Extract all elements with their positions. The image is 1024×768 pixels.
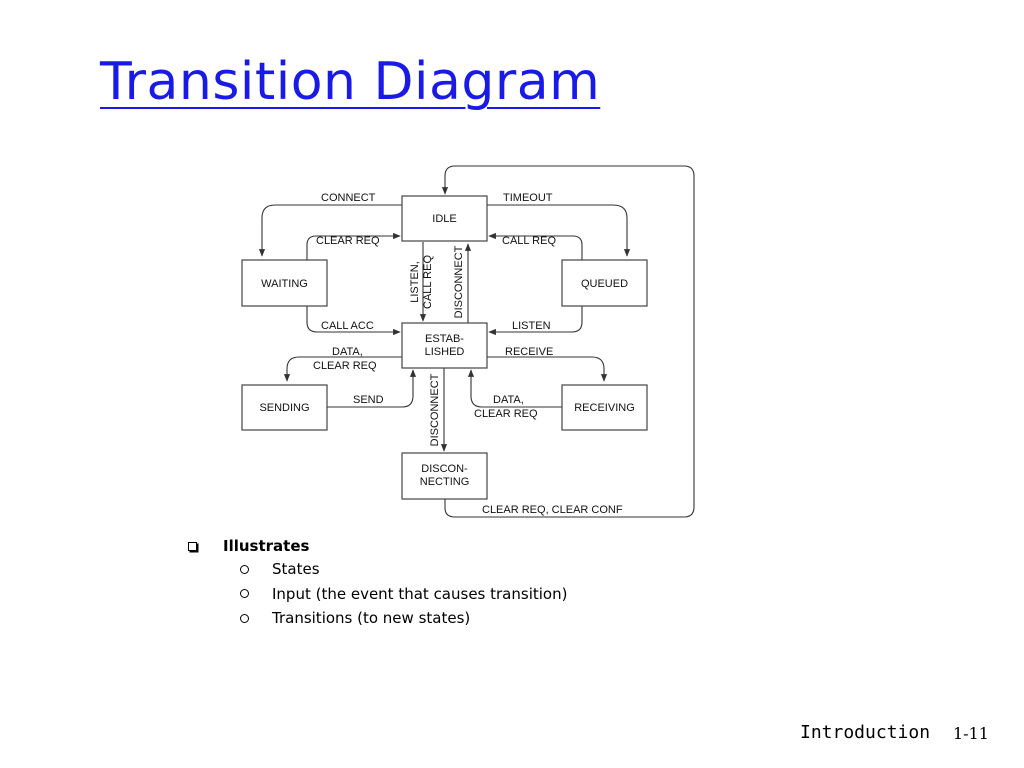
- list-item-text: Transitions (to new states): [272, 609, 471, 628]
- state-receiving-label: RECEIVING: [574, 402, 635, 414]
- state-queued-label: QUEUED: [581, 278, 628, 290]
- bullet-heading: Illustrates: [188, 535, 567, 557]
- label-disconnect-up: DISCONNECT: [453, 245, 465, 318]
- state-waiting: WAITING: [241, 259, 328, 307]
- state-established: ESTAB- LISHED: [401, 322, 488, 369]
- label-listen-call-req-1: LISTEN,: [409, 261, 421, 303]
- list-item: Input (the event that causes transition): [240, 582, 567, 607]
- state-idle-label: IDLE: [432, 213, 456, 225]
- edge-receive: [487, 356, 608, 382]
- label-connect: CONNECT: [321, 192, 376, 204]
- label-listen-call-req-2: CALL REQ: [422, 255, 434, 309]
- footer-page-number: 1-11: [953, 724, 989, 743]
- edge-timeout: [487, 204, 631, 257]
- state-sending: SENDING: [241, 384, 328, 431]
- state-established-label-2: LISHED: [425, 346, 465, 358]
- label-receive: RECEIVE: [505, 346, 553, 358]
- edge-clear-req-clear-conf: [441, 165, 695, 518]
- label-listen: LISTEN: [512, 320, 551, 332]
- state-idle: IDLE: [401, 195, 488, 242]
- circle-bullet-icon: [240, 564, 249, 574]
- label-data-sending-2: CLEAR REQ: [313, 360, 377, 372]
- list-item-text: Input (the event that causes transition): [272, 584, 568, 603]
- edge-data-clear-req-to-sending: [283, 356, 402, 382]
- label-timeout: TIMEOUT: [503, 192, 553, 204]
- label-call-req: CALL REQ: [502, 235, 556, 247]
- slide-title: Transition Diagram: [100, 52, 601, 112]
- state-receiving: RECEIVING: [561, 384, 648, 431]
- state-queued: QUEUED: [561, 259, 648, 307]
- circle-bullet-icon: [240, 589, 249, 599]
- label-call-acc: CALL ACC: [321, 320, 374, 332]
- state-established-label-1: ESTAB-: [425, 333, 464, 345]
- state-sending-label: SENDING: [259, 402, 309, 414]
- edge-connect: [258, 204, 402, 257]
- label-clear-req-clear-conf: CLEAR REQ, CLEAR CONF: [482, 504, 623, 516]
- list-item: Transitions (to new states): [240, 606, 567, 631]
- state-disconnecting: DISCON- NECTING: [401, 452, 488, 500]
- list-item: States: [240, 557, 567, 582]
- edge-call-req-to-idle: [488, 232, 583, 262]
- state-waiting-label: WAITING: [261, 278, 308, 290]
- edge-call-acc: [306, 306, 401, 336]
- list-item-text: States: [272, 560, 320, 579]
- label-disconnect-down: DISCONNECT: [429, 373, 441, 446]
- state-disconnecting-label-2: NECTING: [420, 476, 470, 488]
- label-data-receiving-1: DATA,: [493, 394, 524, 406]
- label-data-receiving-2: CLEAR REQ: [474, 408, 538, 420]
- edge-data-clear-req-from-receiving: [467, 369, 562, 408]
- bullet-heading-text: Illustrates: [223, 537, 310, 555]
- bullet-list: Illustrates States Input (the event that…: [188, 535, 567, 631]
- square-bullet-icon: [188, 541, 197, 551]
- circle-bullet-icon: [240, 613, 249, 623]
- label-clear-req: CLEAR REQ: [316, 235, 380, 247]
- label-send: SEND: [353, 394, 384, 406]
- footer-section-label: Introduction: [800, 722, 931, 743]
- edge-clear-req-to-idle: [306, 232, 401, 262]
- edge-listen-to-established: [488, 306, 583, 336]
- state-disconnecting-label-1: DISCON-: [421, 463, 468, 475]
- label-data-sending-1: DATA,: [332, 346, 363, 358]
- edge-send: [327, 369, 417, 408]
